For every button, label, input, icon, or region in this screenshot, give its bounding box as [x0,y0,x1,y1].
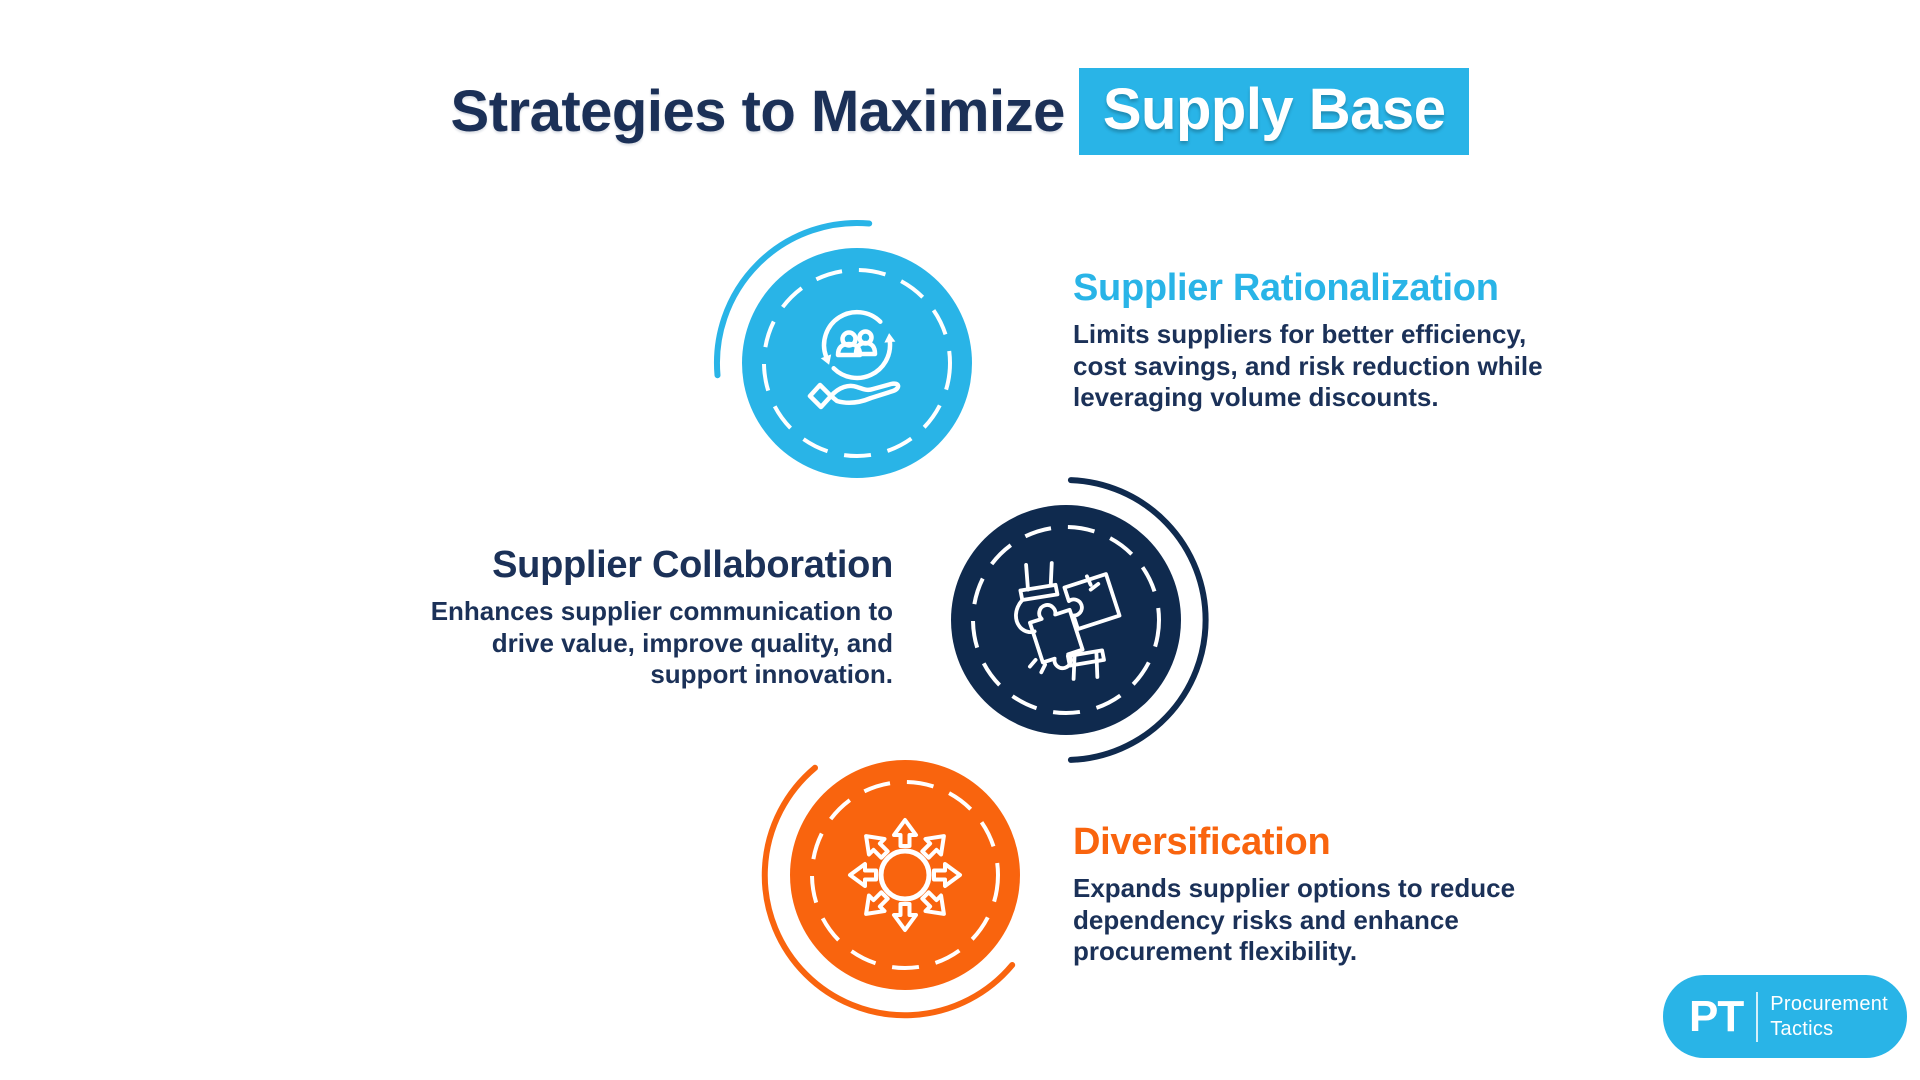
circle-supplier-collaboration [916,470,1216,770]
logo-divider [1756,991,1759,1042]
procurement-tactics-logo: PT Procurement Tactics [1663,975,1907,1058]
supplier-collaboration-graphic [951,477,1209,763]
supplier-cycle-hand-icon [807,309,901,410]
item-supplier-collaboration: Supplier Collaboration Enhances supplier… [393,543,894,691]
page-title: Strategies to Maximize Supply Base [0,68,1920,155]
logo-name: Procurement Tactics [1770,992,1888,1042]
dashed-ring [810,780,1000,970]
circle-diversification [755,725,1055,1025]
item-description: Limits suppliers for better efficiency, … [1073,318,1543,413]
item-supplier-rationalization: Supplier Rationalization Limits supplier… [1073,266,1558,414]
item-diversification: Diversification Expands supplier options… [1073,820,1548,968]
puzzle-collaboration-icon [1014,561,1122,681]
circle-supplier-rationalization [707,213,1007,513]
logo-name-line2: Tactics [1770,1017,1834,1040]
item-heading: Supplier Collaboration [492,544,893,586]
accent-arc [1067,477,1209,763]
accent-arc [761,764,1016,1019]
accent-arc [713,219,873,379]
item-circle [951,505,1181,735]
diversify-arrows-icon [848,818,962,932]
item-description: Enhances supplier communication to drive… [430,595,893,690]
dashed-ring [762,268,952,458]
item-description: Expands supplier options to reduce depen… [1073,872,1516,967]
item-heading: Supplier Rationalization [1073,267,1499,309]
diversification-graphic [761,760,1020,1019]
page-title-text: Strategies to Maximize [450,79,1066,144]
logo-monogram: PT [1689,991,1744,1041]
supplier-rationalization-graphic [713,219,972,478]
page-title-highlight: Supply Base [1078,68,1470,155]
item-heading: Diversification [1073,821,1331,863]
logo-name-line1: Procurement [1770,992,1889,1015]
item-circle [790,760,1020,990]
item-circle [742,248,972,478]
dashed-ring [971,525,1161,715]
